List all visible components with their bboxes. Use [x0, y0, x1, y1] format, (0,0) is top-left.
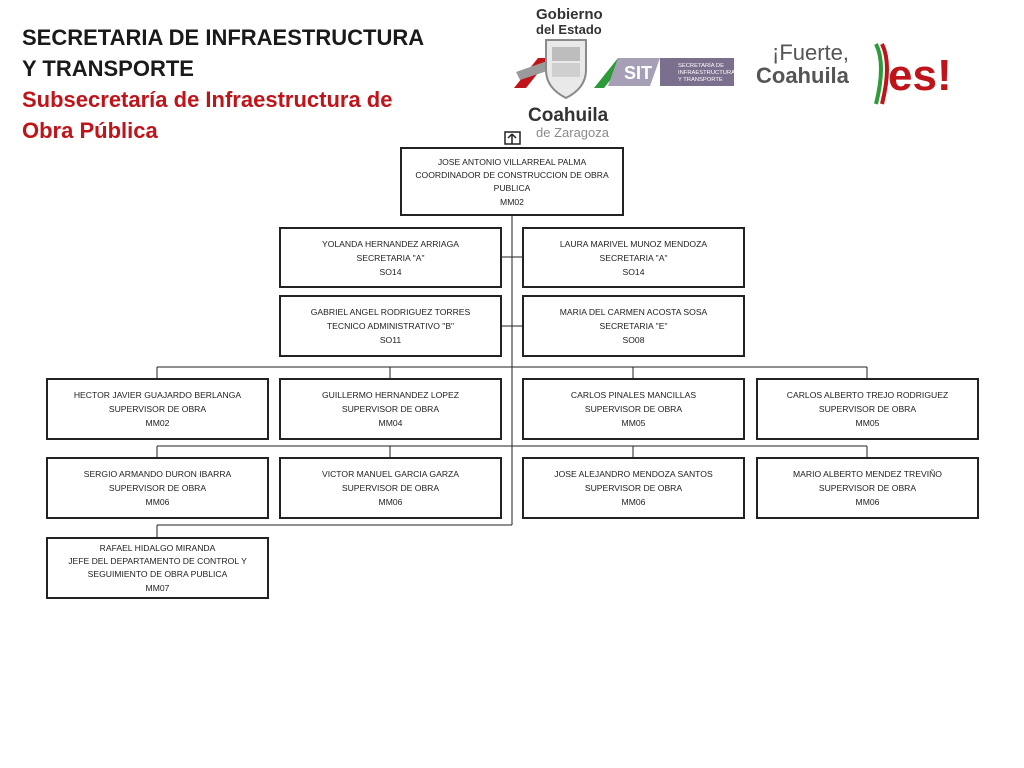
- sit-text: SIT: [624, 63, 652, 83]
- person-name: GABRIEL ANGEL RODRIGUEZ TORRES: [310, 307, 471, 317]
- person-role: JEFE DEL DEPARTAMENTO DE CONTROL Y SEGUI…: [68, 556, 247, 579]
- person-code: MM04: [378, 418, 403, 428]
- zaragoza-logo-text: de Zaragoza: [536, 125, 610, 140]
- person-role: SUPERVISOR DE OBRA: [818, 404, 917, 414]
- org-box-staff[interactable]: LAURA MARIVEL MUNOZ MENDOZA SECRETARIA "…: [522, 227, 745, 288]
- org-box-supervisor[interactable]: MARIO ALBERTO MENDEZ TREVIÑO SUPERVISOR …: [756, 457, 979, 519]
- person-code: MM02: [145, 418, 170, 428]
- person-name: HECTOR JAVIER GUAJARDO BERLANGA: [73, 390, 242, 400]
- person-role: SUPERVISOR DE OBRA: [108, 404, 207, 414]
- org-box-supervisor[interactable]: CARLOS ALBERTO TREJO RODRIGUEZ SUPERVISO…: [756, 378, 979, 440]
- person-role: SUPERVISOR DE OBRA: [818, 483, 917, 493]
- person-code: MM06: [855, 497, 880, 507]
- fuerte-coahuila-logo: ¡Fuerte, Coahuila es!: [756, 40, 952, 105]
- person-role: TECNICO ADMINISTRATIVO "B": [326, 321, 455, 331]
- org-box-supervisor[interactable]: VICTOR MANUEL GARCIA GARZA SUPERVISOR DE…: [279, 457, 502, 519]
- person-name: MARIO ALBERTO MENDEZ TREVIÑO: [793, 469, 942, 479]
- person-role: SUPERVISOR DE OBRA: [341, 404, 440, 414]
- person-name: LAURA MARIVEL MUNOZ MENDOZA: [559, 238, 708, 249]
- org-box-supervisor[interactable]: JOSE ALEJANDRO MENDOZA SANTOS SUPERVISOR…: [522, 457, 745, 519]
- person-code: MM05: [621, 418, 646, 428]
- person-code: SO11: [379, 335, 402, 345]
- person-name: CARLOS ALBERTO TREJO RODRIGUEZ: [786, 390, 949, 400]
- person-code: MM06: [145, 497, 170, 507]
- person-name: JOSE ALEJANDRO MENDOZA SANTOS: [554, 469, 713, 479]
- person-code: SO14: [379, 266, 402, 277]
- sit-desc-line-2: INFRAESTRUCTURA: [678, 70, 735, 76]
- person-code: MM02: [500, 196, 524, 207]
- org-box-head[interactable]: JOSE ANTONIO VILLARREAL PALMA COORDINADO…: [400, 147, 624, 216]
- org-box-department-head[interactable]: RAFAEL HIDALGO MIRANDA JEFE DEL DEPARTAM…: [46, 537, 269, 599]
- coahuila-logo-text: Coahuila: [528, 105, 609, 126]
- org-box-supervisor[interactable]: GUILLERMO HERNANDEZ LOPEZ SUPERVISOR DE …: [279, 378, 502, 440]
- del-estado-text: del Estado: [536, 22, 602, 37]
- fuerte-coahuila-text: Coahuila: [756, 63, 850, 88]
- logos-banner: Gobierno del Estado Coahuila de Zaragoza…: [514, 6, 952, 140]
- person-role: SECRETARIA "A": [599, 252, 668, 263]
- person-name: VICTOR MANUEL GARCIA GARZA: [321, 469, 460, 479]
- person-name: CARLOS PINALES MANCILLAS: [570, 390, 697, 400]
- person-code: SO14: [622, 266, 645, 277]
- person-role: SECRETARIA "A": [356, 252, 425, 263]
- person-role: SUPERVISOR DE OBRA: [584, 483, 683, 493]
- title-line-2: Y TRANSPORTE: [22, 56, 194, 81]
- org-box-staff[interactable]: GABRIEL ANGEL RODRIGUEZ TORRES TECNICO A…: [279, 295, 502, 357]
- org-box-staff[interactable]: MARIA DEL CARMEN ACOSTA SOSA SECRETARIA …: [522, 295, 745, 357]
- coahuila-shield-icon: [545, 39, 587, 100]
- org-box-supervisor[interactable]: CARLOS PINALES MANCILLAS SUPERVISOR DE O…: [522, 378, 745, 440]
- org-box-supervisor[interactable]: SERGIO ARMANDO DURON IBARRA SUPERVISOR D…: [46, 457, 269, 519]
- person-name: JOSE ANTONIO VILLARREAL PALMA: [437, 156, 587, 167]
- person-name: GUILLERMO HERNANDEZ LOPEZ: [321, 390, 460, 400]
- sit-logo: SIT SECRETARÍA DE INFRAESTRUCTURA Y TRAN…: [608, 58, 735, 86]
- person-code: MM05: [855, 418, 880, 428]
- person-code: MM07: [145, 583, 170, 593]
- subtitle-line-2: Obra Pública: [22, 118, 158, 143]
- org-box-staff[interactable]: YOLANDA HERNANDEZ ARRIAGA SECRETARIA "A"…: [279, 227, 502, 288]
- subtitle-line-1: Subsecretaría de Infraestructura de: [22, 87, 393, 112]
- person-role: COORDINADOR DE CONSTRUCCION DE OBRA PUBL…: [415, 169, 609, 193]
- gobierno-text: Gobierno: [536, 6, 603, 23]
- sit-desc-line-3: Y TRANSPORTE: [678, 77, 723, 83]
- title-line-1: SECRETARIA DE INFRAESTRUCTURA: [22, 25, 425, 50]
- person-role: SUPERVISOR DE OBRA: [341, 483, 440, 493]
- person-name: YOLANDA HERNANDEZ ARRIAGA: [321, 238, 460, 249]
- person-code: SO08: [622, 335, 645, 345]
- person-role: SUPERVISOR DE OBRA: [584, 404, 683, 414]
- sit-desc-line-1: SECRETARÍA DE: [678, 62, 724, 69]
- person-role: SUPERVISOR DE OBRA: [108, 483, 207, 493]
- person-name: SERGIO ARMANDO DURON IBARRA: [83, 469, 232, 479]
- person-code: MM06: [378, 497, 403, 507]
- person-role: SECRETARIA "E": [599, 321, 668, 331]
- org-box-supervisor[interactable]: HECTOR JAVIER GUAJARDO BERLANGA SUPERVIS…: [46, 378, 269, 440]
- person-code: MM06: [621, 497, 646, 507]
- person-name: RAFAEL HIDALGO MIRANDA: [99, 543, 216, 553]
- es-text: es!: [888, 51, 952, 100]
- page-title: SECRETARIA DE INFRAESTRUCTURA Y TRANSPOR…: [22, 22, 424, 146]
- person-name: MARIA DEL CARMEN ACOSTA SOSA: [559, 307, 708, 317]
- fuerte-text: ¡Fuerte,: [772, 40, 849, 65]
